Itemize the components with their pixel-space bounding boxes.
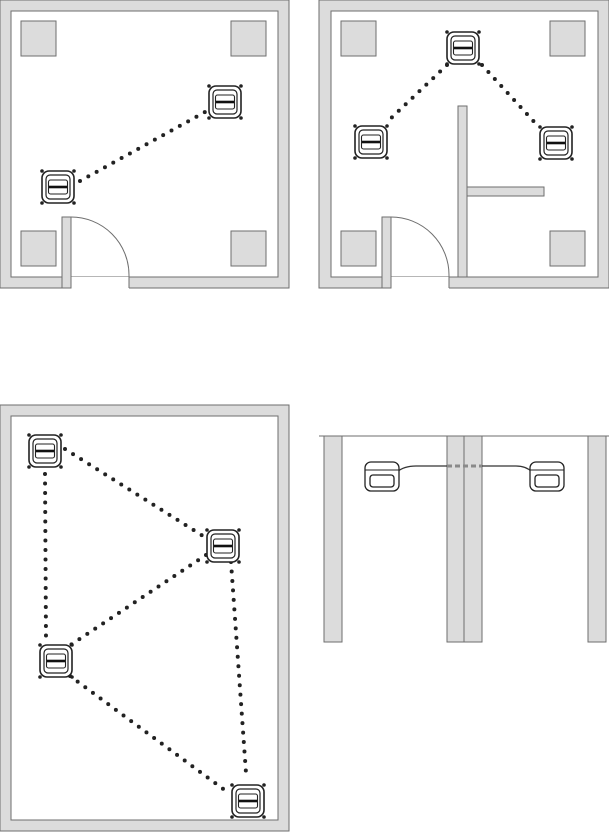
wireless-unit-icon: [365, 462, 399, 491]
wireless-unit-icon: [205, 528, 241, 564]
wireless-unit-icon: [38, 643, 74, 679]
pillar-icon: [550, 231, 585, 266]
wireless-unit-icon: [207, 84, 243, 120]
panel-through-wall-side-view: [319, 436, 609, 642]
panel3-floor: [11, 416, 278, 820]
pillar-icon: [341, 21, 376, 56]
panel-large-room-mesh: [0, 405, 289, 831]
wireless-unit-icon: [27, 433, 63, 469]
panel2-door-jamb: [382, 217, 391, 288]
panel-partition-room: [319, 0, 609, 289]
side-wall-left: [324, 436, 342, 642]
connection-cable-right: [482, 466, 532, 472]
pillar-icon: [231, 231, 266, 266]
pillar-icon: [231, 21, 266, 56]
side-wall-right: [588, 436, 606, 642]
interior-partition-vertical: [458, 106, 467, 277]
panel2-doorway: [391, 277, 449, 289]
panel1-doorway: [71, 277, 129, 289]
wireless-unit-icon: [230, 783, 266, 819]
panel1-door-jamb: [62, 217, 71, 288]
pillar-icon: [21, 21, 56, 56]
connection-cable-left: [397, 466, 447, 472]
panel-open-room: [0, 0, 289, 289]
pillar-icon: [341, 231, 376, 266]
wireless-unit-icon: [538, 125, 574, 161]
interior-partition-horizontal: [467, 187, 544, 196]
wireless-unit-icon: [530, 462, 564, 491]
pillar-icon: [550, 21, 585, 56]
wireless-unit-icon: [445, 30, 481, 66]
wireless-unit-icon: [353, 124, 389, 160]
wireless-unit-icon: [40, 169, 76, 205]
pillar-icon: [21, 231, 56, 266]
